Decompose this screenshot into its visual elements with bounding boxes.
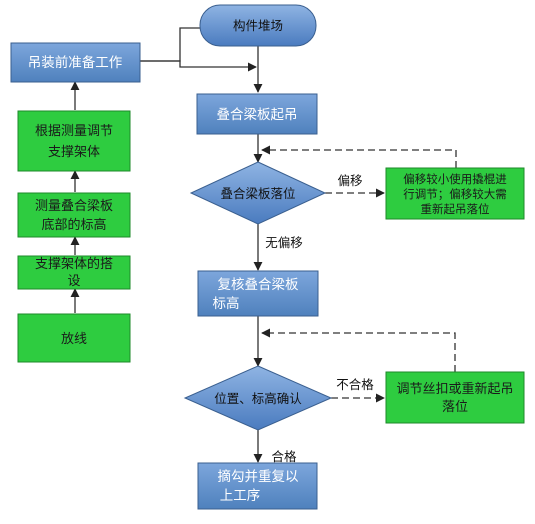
node-adjust-offset: 偏移较小使用撬棍进 行调节；偏移较大需 重新起吊落位 bbox=[385, 167, 525, 220]
node-adjust-support-label-2: 支撑架体 bbox=[48, 145, 100, 160]
node-start-label: 构件堆场 bbox=[233, 18, 283, 33]
node-adjust-support-label-1: 根据测量调节 bbox=[35, 124, 113, 139]
node-adjust-elevation: 调节丝扣或重新起吊 落位 bbox=[385, 371, 525, 424]
node-adjust-support: 根据测量调节 支撑架体 bbox=[17, 110, 131, 172]
node-confirm-label: 位置、标高确认 bbox=[214, 391, 302, 406]
node-final-label-1: 摘勾并重复以 bbox=[218, 468, 299, 485]
node-recheck: 复核叠合梁板 标高 bbox=[197, 270, 319, 317]
node-lift: 叠合梁板起吊 bbox=[196, 93, 318, 135]
node-land-label: 叠合梁板落位 bbox=[220, 186, 295, 201]
node-layout-label: 放线 bbox=[61, 332, 87, 347]
edge-label-pass: 合格 bbox=[271, 449, 297, 464]
node-adjust-offset-label-2: 行调节；偏移较大需 bbox=[403, 187, 507, 201]
edge-label-no-offset: 无偏移 bbox=[265, 235, 303, 250]
node-recheck-label-1: 复核叠合梁板 bbox=[218, 276, 299, 293]
edge-label-offset: 偏移 bbox=[337, 173, 362, 188]
node-start: 构件堆场 bbox=[199, 4, 317, 47]
node-erect-support: 支撑架体的搭 设 bbox=[17, 255, 131, 290]
node-measure-elevation: 测量叠合梁板 底部的标高 bbox=[17, 192, 131, 238]
node-prep: 吊装前准备工作 bbox=[10, 42, 141, 83]
node-final: 摘勾并重复以 上工序 bbox=[197, 462, 318, 510]
node-erect-support-label-1: 支撑架体的搭 bbox=[35, 256, 113, 272]
node-recheck-label-2: 标高 bbox=[213, 295, 240, 312]
edge-prep-main bbox=[140, 60, 257, 72]
node-layout: 放线 bbox=[17, 313, 131, 363]
edge-start-prep-line bbox=[140, 27, 200, 62]
node-adjust-elevation-label-2: 落位 bbox=[442, 400, 468, 415]
edge-label-fail: 不合格 bbox=[336, 377, 374, 392]
node-land-decision: 叠合梁板落位 bbox=[189, 161, 327, 225]
node-prep-label: 吊装前准备工作 bbox=[28, 54, 123, 71]
node-measure-elevation-label-2: 底部的标高 bbox=[41, 217, 106, 233]
node-confirm-decision: 位置、标高确认 bbox=[183, 365, 333, 431]
edge-adjust2-back bbox=[261, 328, 456, 372]
node-adjust-elevation-label-1: 调节丝扣或重新起吊 bbox=[396, 381, 513, 397]
node-final-label-2: 上工序 bbox=[220, 488, 261, 504]
edge-adjust1-back bbox=[261, 145, 457, 168]
node-adjust-offset-label-3: 重新起吊落位 bbox=[421, 202, 490, 216]
node-erect-support-label-2: 设 bbox=[67, 274, 80, 289]
node-lift-label: 叠合梁板起吊 bbox=[217, 107, 298, 123]
node-measure-elevation-label-1: 测量叠合梁板 bbox=[35, 199, 113, 214]
node-adjust-offset-label-1: 偏移较小使用撬棍进 bbox=[403, 172, 507, 186]
